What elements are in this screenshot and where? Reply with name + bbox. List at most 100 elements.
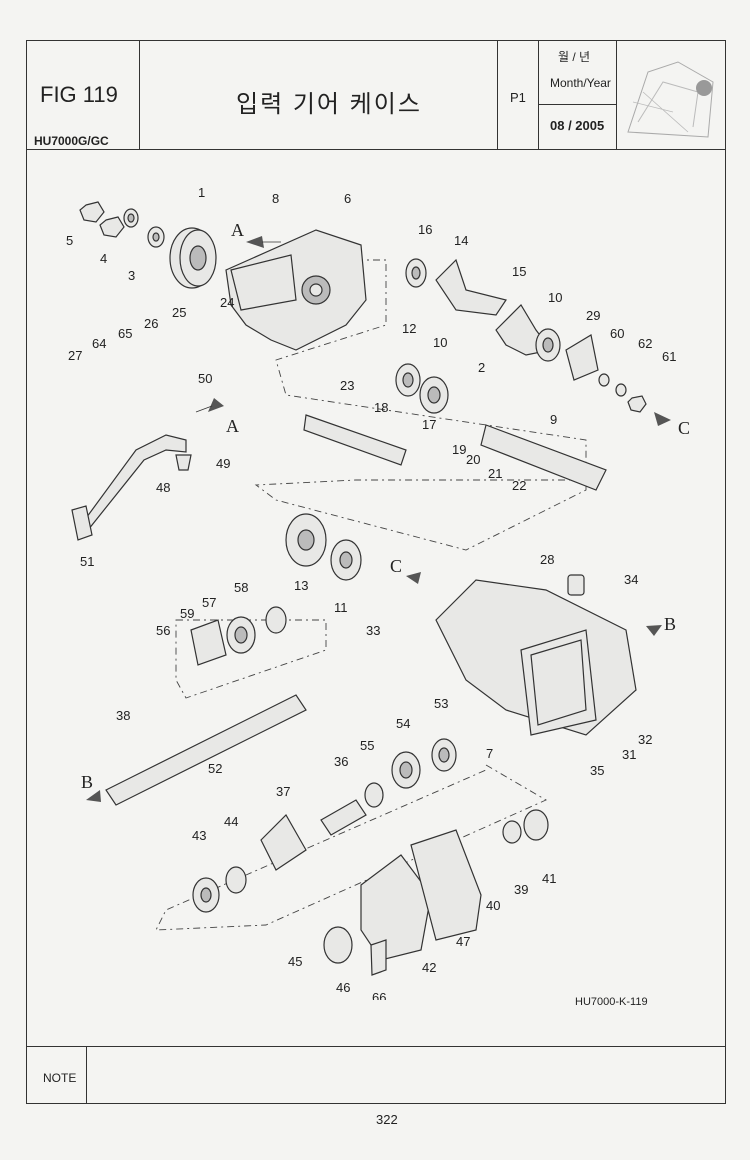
arrow-letter-layer: A A B B C C <box>81 220 690 792</box>
part-callout: 2 <box>478 360 485 375</box>
part-callout: 43 <box>192 828 206 843</box>
part-callout: 35 <box>590 763 604 778</box>
part-callout: 3 <box>128 268 135 283</box>
page-title: 입력 기어 케이스 <box>236 91 422 118</box>
part-callout: 25 <box>172 305 186 320</box>
exploded-parts-diagram <box>71 201 671 976</box>
part-callout: 8 <box>272 191 279 206</box>
stamp-mark <box>627 61 714 138</box>
arrow-letter-b: B <box>664 614 676 634</box>
assembly-line <box>175 619 327 699</box>
part-callout: 15 <box>512 264 526 279</box>
part-callout: 6 <box>344 191 351 206</box>
header-divider <box>497 40 498 150</box>
assembly-line <box>254 259 587 551</box>
part-callout: 40 <box>486 898 500 913</box>
part-callout: 36 <box>334 754 348 769</box>
part-callout: 34 <box>624 572 638 587</box>
part-callout: 17 <box>422 417 436 432</box>
part-callout: 62 <box>638 336 652 351</box>
part-callout: 37 <box>276 784 290 799</box>
page-number: 322 <box>376 1112 398 1127</box>
part-callout: 55 <box>360 738 374 753</box>
part-callout: 61 <box>662 349 676 364</box>
part-callout: 4 <box>100 251 107 266</box>
part-callout: 10 <box>433 335 447 350</box>
part-callout: 54 <box>396 716 410 731</box>
part-callout-layer: 1234567891010111213141516171819202122232… <box>66 185 676 1000</box>
part-callout: 39 <box>514 882 528 897</box>
part-callout: 42 <box>422 960 436 975</box>
shaft-part <box>105 694 307 806</box>
part-callout: 56 <box>156 623 170 638</box>
part-callout: 7 <box>486 746 493 761</box>
part-callout: 44 <box>224 814 238 829</box>
header-box <box>26 40 726 150</box>
month-year-label-kr: 월 / 년 <box>558 50 591 64</box>
part-callout: 22 <box>512 478 526 493</box>
part-callout: 31 <box>622 747 636 762</box>
part-callout: 33 <box>366 623 380 638</box>
part-callout: 10 <box>548 290 562 305</box>
part-callout: 20 <box>466 452 480 467</box>
arrow-letter-a: A <box>231 220 244 240</box>
part-callout: 32 <box>638 732 652 747</box>
part-callout: 16 <box>418 222 432 237</box>
arrow-letter-c: C <box>390 556 402 576</box>
part-callout: 52 <box>208 761 222 776</box>
model-code: HU7000G/GC <box>34 134 109 148</box>
part-callout: 53 <box>434 696 448 711</box>
part-callout: 66 <box>372 990 386 1000</box>
page-frame <box>26 40 726 1104</box>
arrow-letter-c: C <box>678 418 690 438</box>
figure-number: FIG 119 <box>40 82 118 107</box>
part-callout: 51 <box>80 554 94 569</box>
arrow-letter-b: B <box>81 772 93 792</box>
gear-shaft-parts <box>303 258 647 491</box>
part-callout: 64 <box>92 336 106 351</box>
bearing-set-parts <box>190 606 287 666</box>
part-callout: 48 <box>156 480 170 495</box>
header-divider <box>616 40 617 150</box>
part-callout: 57 <box>202 595 216 610</box>
note-label: NOTE <box>43 1071 77 1085</box>
part-callout: 58 <box>234 580 248 595</box>
arrow-letter-a: A <box>226 416 239 436</box>
part-callout: 38 <box>116 708 130 723</box>
part-callout: 18 <box>374 400 388 415</box>
revision-date: 08 / 2005 <box>550 118 605 133</box>
part-callout: 41 <box>542 871 556 886</box>
assembly-line <box>155 764 547 931</box>
part-callout: 46 <box>336 980 350 995</box>
cover-part <box>435 574 637 736</box>
part-callout: 65 <box>118 326 132 341</box>
part-callout: 59 <box>180 606 194 621</box>
month-year-label-en: Month/Year <box>550 76 611 90</box>
part-callout: 50 <box>198 371 212 386</box>
part-callout: 21 <box>488 466 502 481</box>
part-callout: 28 <box>540 552 554 567</box>
part-callout: 12 <box>402 321 416 336</box>
part-callout: 19 <box>452 442 466 457</box>
part-callout: 23 <box>340 378 354 393</box>
lower-gear-parts <box>285 513 362 581</box>
part-callout: 49 <box>216 456 230 471</box>
note-divider <box>86 1046 87 1104</box>
housing-part <box>225 229 367 351</box>
part-callout: 13 <box>294 578 308 593</box>
part-callout: 9 <box>550 412 557 427</box>
part-callout: 27 <box>68 348 82 363</box>
lower-assembly-parts <box>192 738 549 976</box>
note-divider <box>26 1046 726 1047</box>
part-callout: 45 <box>288 954 302 969</box>
nut-washer-parts <box>79 201 165 248</box>
part-callout: 11 <box>334 600 348 615</box>
direction-arrows <box>86 236 671 802</box>
part-callout: 24 <box>220 295 234 310</box>
part-callout: 1 <box>198 185 205 200</box>
lever-part <box>71 434 192 541</box>
part-callout: 14 <box>454 233 468 248</box>
part-callout: 60 <box>610 326 624 341</box>
drawing-reference: HU7000-K-119 <box>575 996 648 1008</box>
header-divider <box>538 104 616 105</box>
